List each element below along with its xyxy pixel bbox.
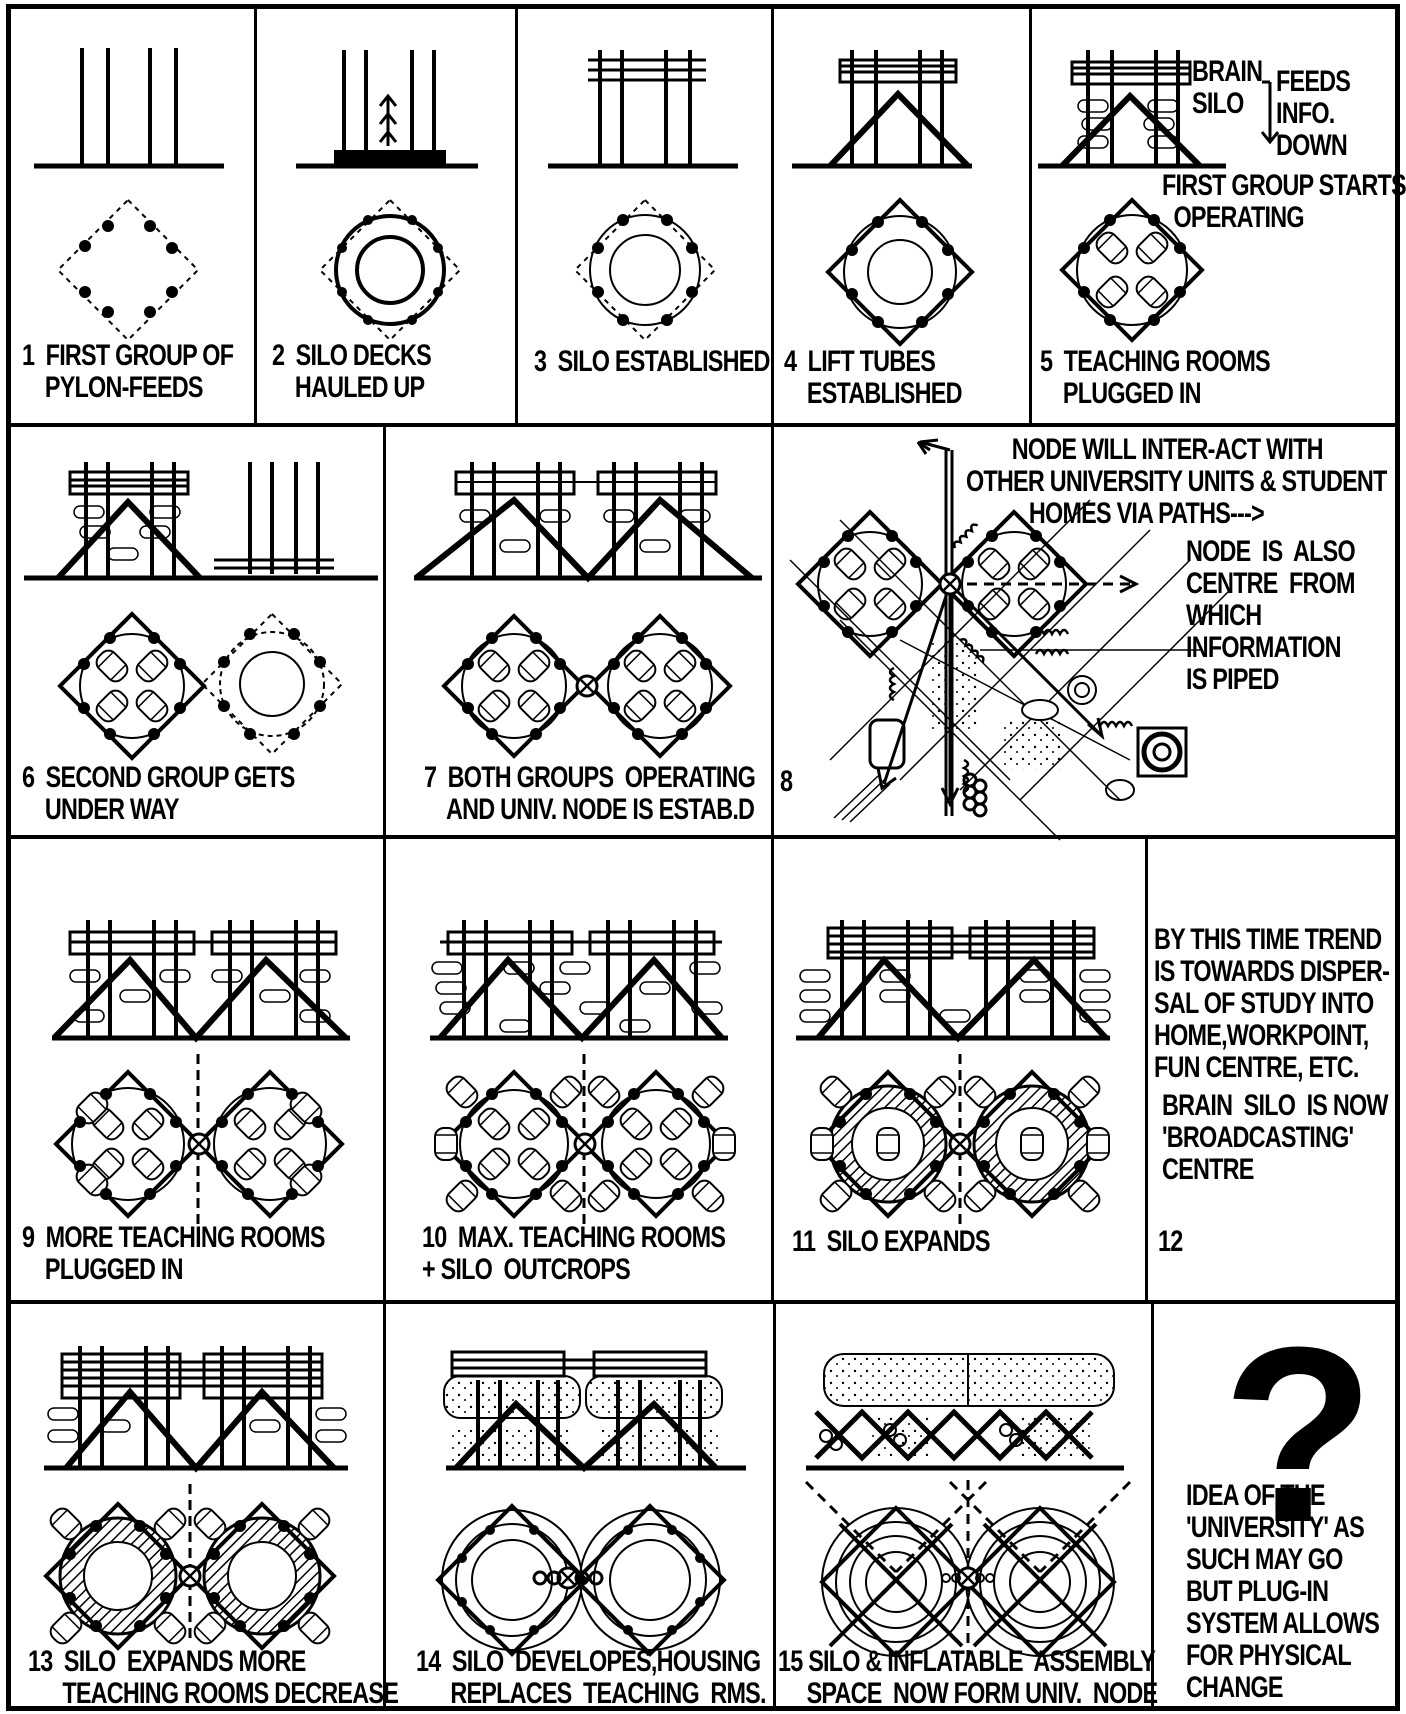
panel-14-caption: 14 SILO DEVELOPES,HOUSING REPLACES TEACH…	[416, 1646, 766, 1710]
panel-13-plan	[46, 1484, 334, 1648]
panel-1-caption: 1 FIRST GROUP OF PYLON-FEEDS	[22, 340, 233, 404]
brain-silo-label: BRAIN SILO	[1192, 56, 1262, 120]
panel-4-plan	[828, 200, 972, 344]
panel-9-elevation	[52, 920, 350, 1038]
panel-11-caption: 11 SILO EXPANDS	[792, 1226, 990, 1258]
panel-2-plan	[320, 200, 460, 340]
panel-7-elevation	[414, 462, 762, 578]
panel-9-plan	[56, 1054, 342, 1230]
first-group-operating-label: FIRST GROUP STARTS OPERATING	[1162, 170, 1406, 234]
panel-5-caption: 5 TEACHING ROOMS PLUGGED IN	[1040, 346, 1270, 410]
panel-1-elevation	[34, 48, 224, 166]
panel-9-caption: 9 MORE TEACHING ROOMS PLUGGED IN	[22, 1222, 325, 1286]
panel-2-caption: 2 SILO DECKS HAULED UP	[272, 340, 431, 404]
panel-4-caption: 4 LIFT TUBES ESTABLISHED	[784, 346, 962, 410]
panel-11-plan	[811, 1054, 1109, 1230]
panel-6-plan	[60, 614, 342, 758]
broadcasting-note: BRAIN SILO IS NOW 'BROADCASTING' CENTRE	[1162, 1090, 1388, 1186]
panel-11-elevation	[796, 920, 1110, 1038]
panel-8-caption: 8	[780, 766, 792, 798]
panel-6-caption: 6 SECOND GROUP GETS UNDER WAY	[22, 762, 295, 826]
panel-3-elevation	[548, 50, 738, 166]
panel-6-elevation	[24, 462, 378, 578]
panel-4-elevation	[792, 50, 972, 166]
panel-1-plan	[58, 200, 198, 340]
dispersal-trend-note: BY THIS TIME TREND IS TOWARDS DISPER- SA…	[1154, 924, 1389, 1084]
panel-7-plan	[444, 616, 730, 756]
panel-14-elevation	[444, 1352, 746, 1468]
panel-3-caption: 3 SILO ESTABLISHED	[534, 346, 770, 378]
panel-13-elevation	[44, 1346, 348, 1468]
panel-2-elevation	[296, 50, 478, 166]
panel-10-caption: 10 MAX. TEACHING ROOMS + SILO OUTCROPS	[422, 1222, 725, 1286]
panel-14-plan	[438, 1506, 724, 1654]
panel-10-plan	[435, 1054, 735, 1230]
node-centre-note: NODE IS ALSO CENTRE FROM WHICH INFORMATI…	[1186, 536, 1355, 696]
panel-15-elevation	[806, 1354, 1124, 1468]
panel-7-caption: 7 BOTH GROUPS OPERATING AND UNIV. NODE I…	[424, 762, 755, 826]
panel-15-plan	[806, 1480, 1130, 1660]
university-idea-note: IDEA OF THE 'UNIVERSITY' AS SUCH MAY GO …	[1186, 1480, 1379, 1704]
panel-13-caption: 13 SILO EXPANDS MORE TEACHING ROOMS DECR…	[28, 1646, 398, 1710]
panel-10-elevation	[430, 920, 728, 1038]
node-interact-note: NODE WILL INTER-ACT WITH OTHER UNIVERSIT…	[966, 434, 1387, 530]
panel-3-plan	[575, 200, 715, 340]
panel-15-caption: 15 SILO & INFLATABLE ASSEMBLY SPACE NOW …	[778, 1646, 1157, 1710]
feeds-info-down-label: FEEDS INFO. DOWN	[1276, 66, 1350, 162]
panel-12-caption: 12	[1158, 1226, 1182, 1258]
